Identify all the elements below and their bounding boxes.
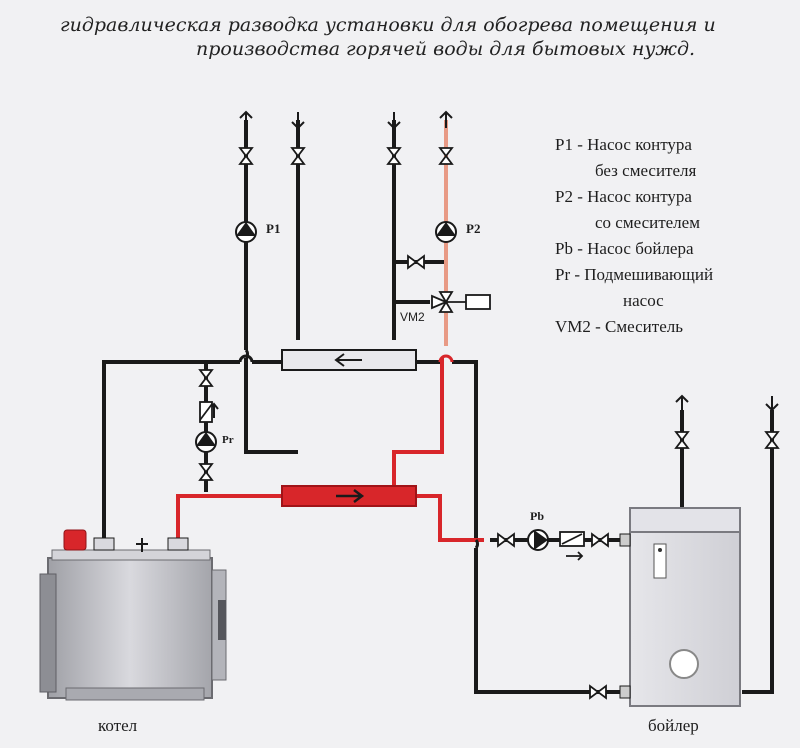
pump-pr-icon bbox=[195, 431, 217, 453]
arrow-up-icon bbox=[439, 110, 453, 128]
valve-icon bbox=[198, 369, 214, 387]
pump-pb-icon bbox=[527, 529, 549, 551]
legend-item-p2-desc: со смесителем bbox=[595, 213, 700, 232]
check-valve-icon bbox=[559, 531, 585, 561]
valve-icon bbox=[290, 147, 306, 165]
check-valve-icon bbox=[199, 401, 213, 423]
legend: P1 - Насос контура без смесителя P2 - На… bbox=[555, 132, 713, 340]
diagram-title-line1: гидравлическая разводка установки для об… bbox=[60, 14, 716, 36]
legend-item-p1: P1 - Насос контура bbox=[555, 135, 692, 154]
supply-pipes bbox=[176, 358, 484, 542]
legend-item-p1-desc: без смесителя bbox=[595, 161, 697, 180]
diagram-title-line2: производства горячей воды для бытовых ну… bbox=[196, 38, 696, 60]
valve-icon bbox=[238, 147, 254, 165]
valve-icon bbox=[674, 431, 690, 449]
pump-pb-label: Pb bbox=[530, 509, 545, 523]
pipe-crossings-hot bbox=[438, 354, 454, 363]
mixer-valve-vm2 bbox=[431, 291, 491, 313]
legend-item-pr-desc: насос bbox=[623, 291, 664, 310]
boiler-label: котел bbox=[98, 716, 138, 735]
flow-arrows bbox=[209, 110, 779, 418]
arrow-up-icon bbox=[239, 110, 253, 128]
arrow-up-icon bbox=[675, 394, 689, 410]
arrow-down-icon bbox=[291, 112, 305, 130]
pumps bbox=[195, 221, 549, 551]
valve-icon bbox=[407, 254, 425, 270]
pump-p1-icon bbox=[235, 221, 257, 243]
upper-hydraulic-header bbox=[281, 349, 417, 371]
valve-icon bbox=[438, 147, 454, 165]
pump-pr-label: Pr bbox=[222, 434, 234, 446]
valve-icon bbox=[497, 532, 515, 548]
valve-icon bbox=[589, 684, 607, 700]
valve-icon bbox=[591, 532, 609, 548]
legend-item-pr: Pr - Подмешивающий bbox=[555, 265, 714, 284]
pipe-crossings bbox=[238, 349, 479, 549]
legend-item-pb: Pb - Насос бойлера bbox=[555, 239, 694, 258]
arrow-down-icon bbox=[765, 396, 779, 412]
mixer-label: VM2 bbox=[400, 310, 425, 324]
pump-p2-icon bbox=[435, 221, 457, 243]
legend-item-p2: P2 - Насос контура bbox=[555, 187, 692, 206]
water-heater-label: бойлер bbox=[648, 716, 699, 735]
lower-hydraulic-header bbox=[281, 485, 417, 507]
pump-p2-label: P2 bbox=[466, 221, 481, 236]
valve-icon bbox=[386, 147, 402, 165]
valve-icon bbox=[198, 463, 214, 481]
boiler-unit bbox=[39, 529, 227, 701]
arrow-down-icon bbox=[387, 112, 401, 130]
shutoff-valves bbox=[198, 147, 780, 700]
legend-item-vm2: VM2 - Смеситель bbox=[555, 317, 683, 336]
valve-icon bbox=[764, 431, 780, 449]
water-heater-unit bbox=[619, 507, 741, 707]
pump-p1-label: P1 bbox=[266, 221, 281, 236]
